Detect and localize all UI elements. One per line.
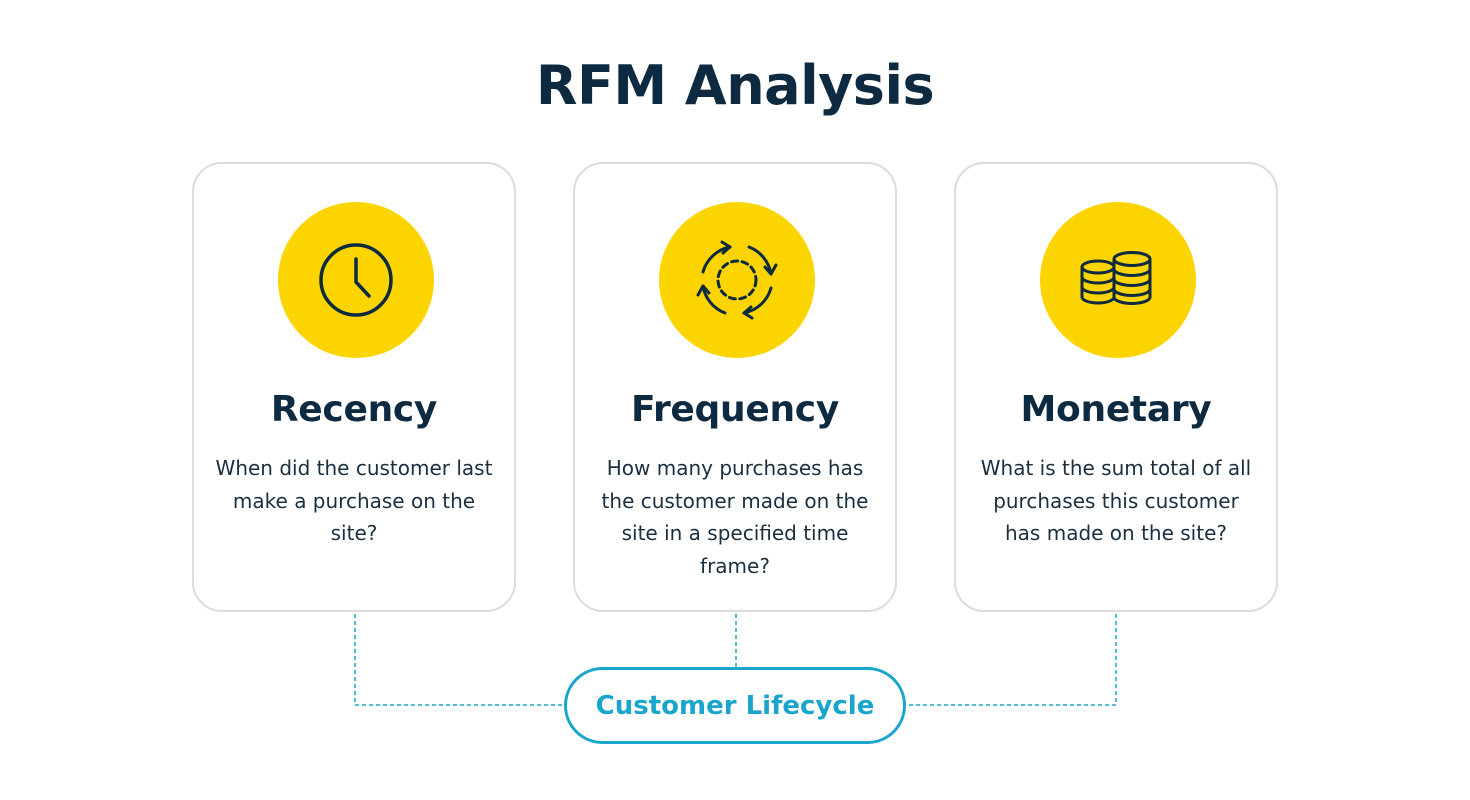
recency-description: When did the customer last make a purcha… — [215, 456, 493, 545]
clock-icon — [319, 243, 393, 317]
monetary-card: Monetary What is the sum total of all pu… — [954, 162, 1278, 612]
frequency-icon-circle — [659, 202, 815, 358]
frequency-description: How many purchases has the customer made… — [601, 456, 869, 578]
recency-icon-circle — [278, 202, 434, 358]
recency-title: Recency — [270, 389, 438, 430]
page-title: RFM Analysis — [535, 54, 935, 117]
monetary-title: Monetary — [1020, 389, 1212, 430]
customer-lifecycle-label: Customer Lifecycle — [595, 690, 875, 721]
monetary-description: What is the sum total of all purchases t… — [980, 456, 1252, 545]
monetary-icon-circle — [1040, 202, 1196, 358]
recency-card: Recency When did the customer last make … — [192, 162, 516, 612]
frequency-title: Frequency — [630, 389, 839, 430]
connector-recency — [354, 614, 566, 706]
coins-icon — [1080, 251, 1152, 305]
customer-lifecycle-node[interactable]: Customer Lifecycle — [564, 667, 906, 744]
frequency-card: Frequency How many purchases has the cus… — [573, 162, 897, 612]
cycle-arrows-icon — [696, 240, 778, 320]
connector-monetary — [905, 614, 1117, 706]
